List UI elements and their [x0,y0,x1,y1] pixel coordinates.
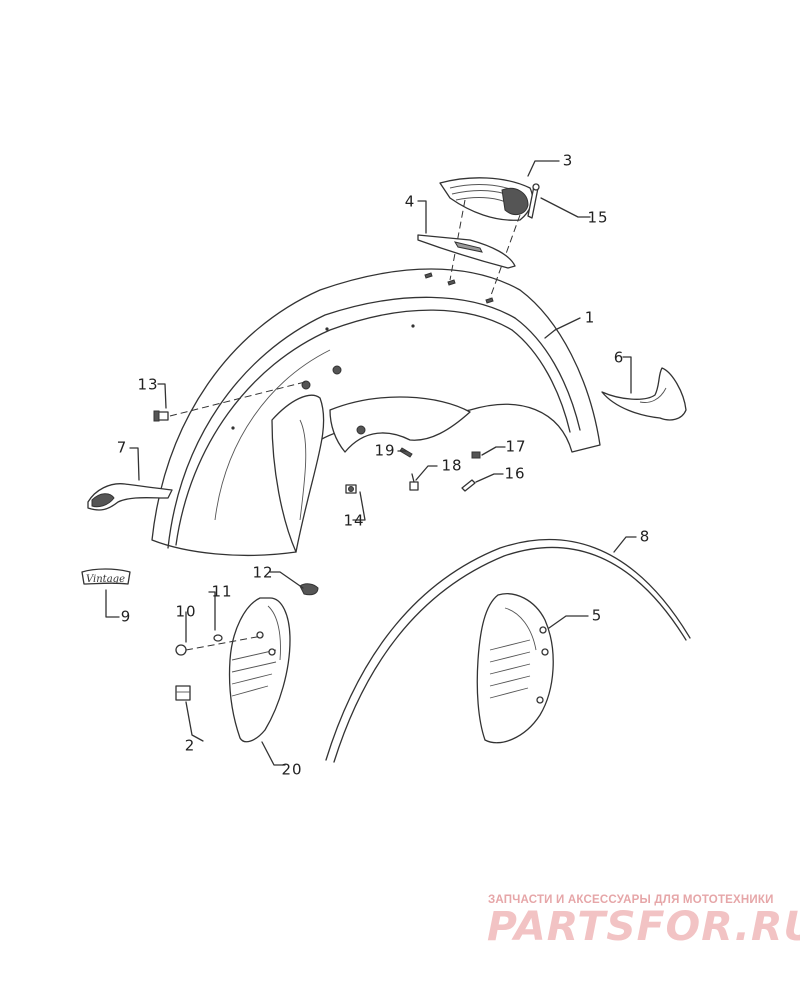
callout-10: 10 [175,602,197,621]
front-fender-part-1 [151,268,601,557]
callout-9: 9 [120,607,132,626]
callout-4: 4 [404,192,416,211]
callout-14: 14 [343,511,365,530]
emblem-part-9: Vintage [81,568,131,585]
callout-2: 2 [184,736,196,755]
fastener-part-13 [153,381,306,422]
callout-7: 7 [116,438,128,457]
callout-8: 8 [639,527,651,546]
callout-15: 15 [587,208,609,227]
fastener-part-19 [399,447,413,458]
emblem-part-12 [299,583,319,596]
fastener-part-18 [409,473,419,491]
trim-piece-part-7 [87,483,173,511]
callout-5: 5 [591,606,603,625]
fastener-part-16 [461,479,476,492]
side-cover-part-20 [228,597,291,743]
watermark-caption: ЗАПЧАСТИ И АКСЕССУАРЫ ДЛЯ МОТОТЕХНИКИ [488,894,774,906]
pad-part-2 [175,685,191,701]
leader-lines [105,160,637,766]
callout-1: 1 [584,308,596,327]
fastener-part-14 [345,484,357,494]
ornament-base-part-4 [417,234,516,269]
callout-3: 3 [562,151,574,170]
callout-6: 6 [613,348,625,367]
callout-18: 18 [441,456,463,475]
washer-part-11 [213,634,223,642]
callout-12: 12 [252,563,274,582]
screw-part-15 [527,183,540,219]
callout-20: 20 [281,760,303,779]
callout-11: 11 [211,582,233,601]
callout-13: 13 [137,375,159,394]
callout-16: 16 [504,464,526,483]
side-cover-part-5 [476,593,554,744]
watermark-logo: PARTSFOR.RU [487,904,800,950]
callout-19: 19 [374,441,396,460]
trim-strip-part-8 [325,538,691,763]
fastener-part-17 [471,451,481,459]
fastener-part-10 [175,635,263,656]
callout-17: 17 [505,437,527,456]
fender-ornament-part-3 [439,177,534,299]
emblem-text: Vintage [86,574,125,585]
trim-piece-part-6 [601,367,687,421]
